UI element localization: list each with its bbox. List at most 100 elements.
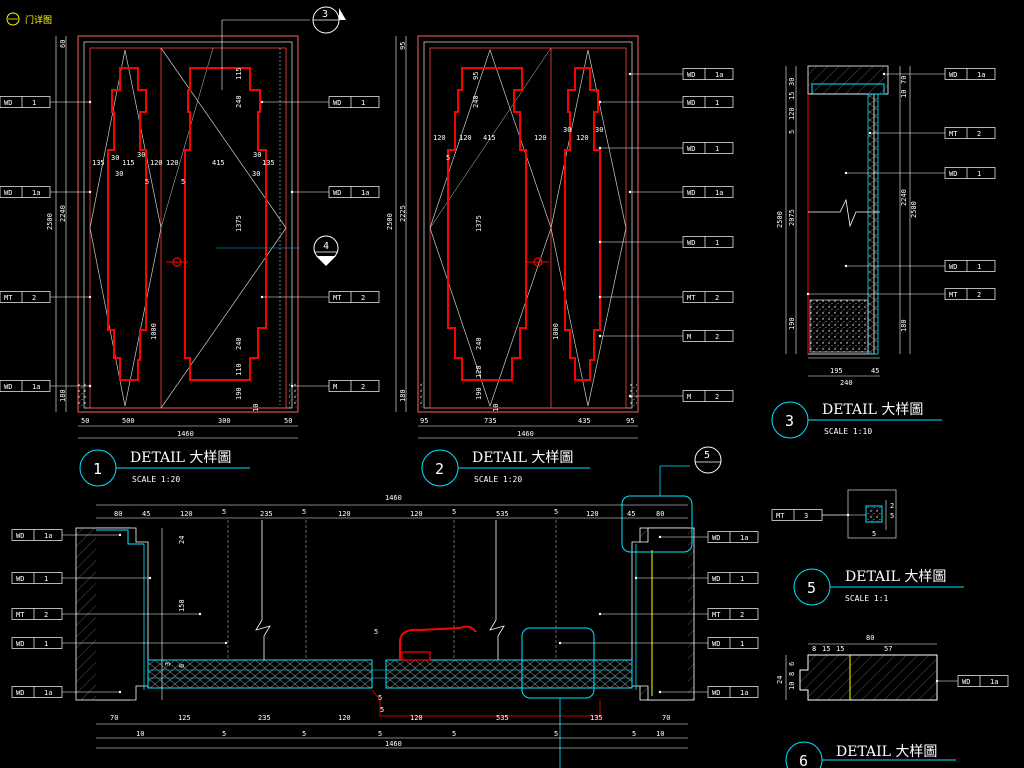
tag-code: WD [16, 532, 24, 540]
svg-text:95: 95 [420, 417, 428, 425]
tag-number: 2 [740, 611, 744, 619]
svg-text:60: 60 [59, 40, 67, 48]
tag-code: WD [16, 640, 24, 648]
svg-text:SCALE 1:20: SCALE 1:20 [474, 475, 522, 484]
svg-text:190: 190 [788, 317, 796, 330]
svg-text:24: 24 [776, 676, 784, 684]
svg-text:5: 5 [452, 508, 456, 516]
svg-text:70: 70 [900, 76, 908, 84]
svg-text:1375: 1375 [235, 215, 243, 232]
svg-text:535: 535 [496, 714, 509, 722]
svg-text:2240: 2240 [900, 189, 908, 206]
tag-number: 1a [44, 689, 52, 697]
svg-text:DETAIL 大样圖: DETAIL 大样圖 [845, 569, 946, 585]
svg-text:10: 10 [900, 90, 908, 98]
svg-text:45: 45 [627, 510, 635, 518]
svg-text:5: 5 [378, 694, 382, 702]
svg-text:2075: 2075 [788, 209, 796, 226]
svg-text:24: 24 [178, 536, 186, 544]
svg-text:70: 70 [110, 714, 118, 722]
callout-4-marker: 4 [313, 235, 339, 266]
svg-text:535: 535 [496, 510, 509, 518]
tag-code: WD [962, 678, 970, 686]
svg-text:95: 95 [626, 417, 634, 425]
svg-text:45: 45 [142, 510, 150, 518]
svg-text:30: 30 [563, 126, 571, 134]
detail-2-elevation [395, 35, 639, 439]
svg-text:6: 6 [178, 664, 186, 668]
tag-number: 2 [715, 333, 719, 341]
detail-5-drawing: 2 5 5 [820, 489, 897, 539]
svg-text:120: 120 [475, 365, 483, 378]
svg-text:5: 5 [374, 628, 378, 636]
tag-number: 2 [361, 383, 365, 391]
svg-text:5: 5 [302, 730, 306, 738]
svg-text:120: 120 [459, 134, 472, 142]
tag-leader-dot [88, 100, 92, 104]
svg-text:5: 5 [380, 706, 384, 714]
svg-text:15: 15 [836, 645, 844, 653]
tag-number: 1 [977, 263, 981, 271]
tag-leader-dot [260, 295, 264, 299]
svg-text:2500: 2500 [910, 201, 918, 218]
svg-text:10: 10 [788, 682, 796, 690]
svg-text:5: 5 [452, 730, 456, 738]
tag-number: 2 [715, 294, 719, 302]
tag-code: MT [4, 294, 13, 302]
tag-leader-dot [628, 72, 632, 76]
svg-text:1460: 1460 [517, 430, 534, 438]
header-icon [6, 12, 20, 26]
svg-text:2: 2 [435, 460, 444, 478]
tag-number: 1a [715, 189, 723, 197]
detail-4-plan [75, 465, 695, 768]
tag-number: 2 [361, 294, 365, 302]
tag-code: WD [4, 383, 12, 391]
svg-text:120: 120 [410, 714, 423, 722]
svg-text:195: 195 [830, 367, 843, 375]
tag-code: MT [16, 611, 25, 619]
svg-text:2500: 2500 [46, 213, 54, 230]
tag-code: WD [687, 239, 695, 247]
svg-text:80: 80 [656, 510, 664, 518]
svg-text:3: 3 [785, 412, 794, 430]
detail-3-dims: 2500 2075 2240 2500 15 30 70 10 120 5 19… [776, 76, 918, 387]
tag-code: WD [687, 99, 695, 107]
tag-number: 2 [44, 611, 48, 619]
svg-text:120: 120 [410, 510, 423, 518]
tag-leader-dot [806, 292, 810, 296]
svg-text:1: 1 [93, 460, 102, 478]
tag-leader-dot [658, 535, 662, 539]
detail-3-section [785, 65, 911, 377]
svg-text:80: 80 [866, 634, 874, 642]
svg-text:45: 45 [871, 367, 879, 375]
svg-text:135: 135 [590, 714, 603, 722]
tag-leader-dot [558, 641, 562, 645]
svg-text:1460: 1460 [385, 494, 402, 502]
tag-leader-dot [118, 690, 122, 694]
tag-leader-dot [935, 679, 939, 683]
svg-text:DETAIL 大样圖: DETAIL 大样圖 [822, 402, 923, 418]
tag-number: 2 [715, 393, 719, 401]
svg-text:30: 30 [788, 78, 796, 86]
svg-text:30: 30 [115, 170, 123, 178]
svg-text:SCALE 1:1: SCALE 1:1 [845, 594, 889, 603]
tag-code: WD [949, 263, 957, 271]
svg-text:1000: 1000 [150, 323, 158, 340]
svg-text:2225: 2225 [399, 205, 407, 222]
